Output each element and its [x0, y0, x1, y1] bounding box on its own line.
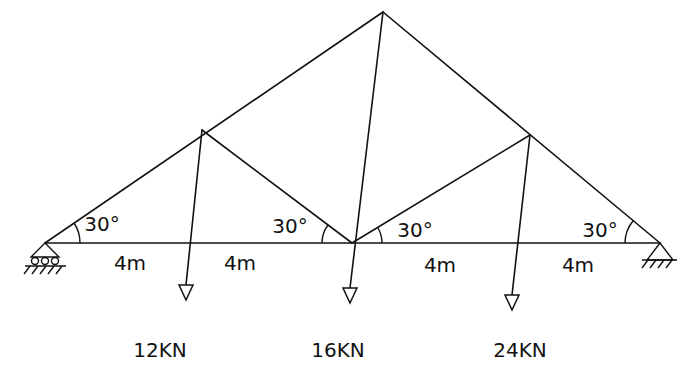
dimension-label: 4m [424, 254, 456, 277]
central-vertical [350, 12, 383, 288]
right-diagonal [352, 135, 530, 243]
angle-label: 30° [397, 219, 432, 242]
left-rafter [45, 12, 383, 243]
support-triangle [31, 243, 59, 257]
pin-support [642, 243, 677, 268]
angle-label: 30° [272, 215, 307, 238]
angle-arc [378, 228, 382, 243]
ground-hatch [24, 266, 62, 274]
arrowhead [179, 285, 193, 300]
arrowhead [505, 295, 519, 310]
roller [32, 258, 39, 265]
roller-support [24, 243, 66, 274]
load-arrowheads [179, 285, 519, 310]
angle-arc [625, 221, 633, 243]
arrowhead [343, 288, 357, 303]
angle-label: 30° [84, 213, 119, 236]
roller [42, 258, 49, 265]
left-load-line [186, 130, 202, 285]
dimension-label: 4m [114, 252, 146, 275]
left-diagonal [202, 130, 352, 243]
right-load-line [512, 135, 530, 295]
angle-arc [74, 223, 80, 243]
truss-members [45, 12, 660, 295]
support-triangle [647, 243, 673, 260]
angle-arc [322, 225, 328, 243]
angle-arcs [74, 221, 633, 243]
load-label: 12KN [133, 339, 187, 362]
angle-label: 30° [582, 219, 617, 242]
ground-hatch [642, 260, 672, 268]
load-label: 24KN [493, 339, 547, 362]
roller [52, 258, 59, 265]
load-label: 16KN [311, 339, 365, 362]
dimension-label: 4m [562, 254, 594, 277]
dimension-label: 4m [224, 252, 256, 275]
